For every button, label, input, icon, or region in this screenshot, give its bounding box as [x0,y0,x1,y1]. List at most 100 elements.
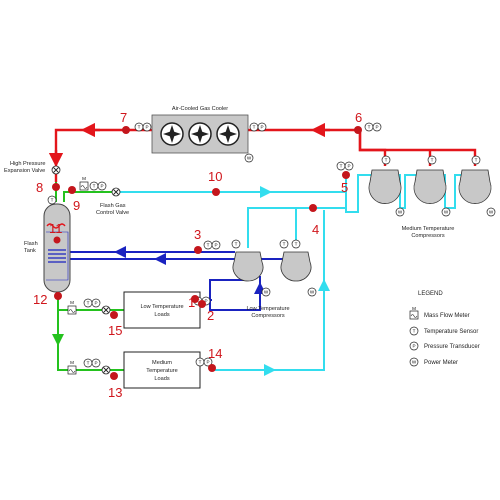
state-point-13: 13 [108,372,122,400]
svg-text:5: 5 [341,180,348,195]
temperature-sensor-icon: T [409,326,419,336]
tp-sensor-gc-out: T P [249,122,267,132]
power-meter-icon: W [441,207,451,217]
sensor-pairs: T P T P T P T P T P T P T P T P [47,122,382,368]
svg-text:P: P [347,164,350,169]
mt-loads-box: Medium Temperature Loads [123,351,201,389]
flash-tank-label-1: Flash [24,241,38,247]
svg-text:13: 13 [108,385,122,400]
mass-flow-meter-icon: M [67,360,77,375]
state-point-11: 11 [49,221,63,244]
temperature-sensor-icon: T [83,358,93,368]
svg-text:W: W [264,290,269,295]
mt-compressors: W W W Medium Temperature Compressors [368,155,496,239]
svg-text:T: T [295,242,298,247]
hp-expansion-valve: High Pressure Expansion Valve [4,161,61,175]
svg-text:P: P [214,243,217,248]
state-point-2: 2 [198,300,214,323]
lt-loads-box: Low Temperature Loads [123,291,201,329]
pressure-sensor-icon: P [91,358,101,368]
svg-text:P: P [100,184,103,189]
pipe-mt-header-red [358,130,432,166]
svg-text:1: 1 [188,295,195,310]
temperature-sensor-icon: T [203,240,213,250]
pressure-sensor-icon: P [344,161,354,171]
temperature-sensor-icon: T [249,122,259,132]
legend-title: LEGEND [418,291,443,297]
tp-sensor-14: T P [195,357,213,367]
svg-text:11: 11 [49,221,63,236]
power-meter-icon: W [244,153,254,163]
state-point-8: 8 [36,180,60,195]
legend-power: Power Meter [424,360,458,366]
pipe-mt-return [215,210,325,371]
svg-text:Compressors: Compressors [251,313,284,319]
svg-text:T: T [87,361,90,366]
tp-sensor-7: T P [134,122,152,132]
svg-text:T: T [413,329,416,334]
lt-compressors: W W Low Temperature Compressors [231,239,317,319]
temperature-sensor-icon: T [134,122,144,132]
svg-text:15: 15 [108,323,122,338]
compressor [280,251,312,282]
tp-sensor-9: T P [89,181,107,191]
compressor [413,169,447,204]
flash-gas-control-valve: Flash Gas Control Valve [96,187,129,216]
valve-icon [101,365,111,375]
pressure-sensor-icon: P [142,122,152,132]
pressure-sensor-icon: P [372,122,382,132]
svg-text:T: T [199,360,202,365]
svg-text:T: T [340,164,343,169]
svg-text:14: 14 [208,346,222,361]
state-point-4: 4 [309,204,319,237]
svg-text:Flash Gas: Flash Gas [100,203,126,209]
state-point-3: 3 [194,227,202,254]
legend: LEGEND M Mass Flow Meter T Temperature S… [409,291,480,367]
svg-text:M: M [412,306,416,311]
svg-text:T: T [93,184,96,189]
svg-text:W: W [398,210,403,215]
svg-text:P: P [94,361,97,366]
svg-text:3: 3 [194,227,201,242]
svg-text:12: 12 [33,292,47,307]
svg-text:Medium: Medium [152,360,172,366]
legend-mass-flow: Mass Flow Meter [424,313,470,319]
svg-text:2: 2 [207,308,214,323]
svg-text:M: M [82,176,86,181]
pressure-sensor-icon: P [409,341,419,351]
tp-sensor-6: T P [364,122,382,132]
svg-text:Expansion Valve: Expansion Valve [4,168,45,174]
svg-text:T: T [51,198,54,203]
temperature-sensor-icon: T [336,161,346,171]
temperature-sensor-icon: T [291,239,301,249]
state-point-10: 10 [208,169,222,196]
svg-text:10: 10 [208,169,222,184]
svg-text:T: T [253,125,256,130]
temperature-sensor-icon: T [89,181,99,191]
state-point-9: 9 [68,186,80,213]
svg-text:High Pressure: High Pressure [10,161,45,167]
pipe-mt-suction [345,174,470,213]
state-point-7: 7 [120,110,130,134]
pressure-sensor-icon: P [211,240,221,250]
gas-cooler: Air-Cooled Gas Cooler W [151,106,254,163]
state-point-12: 12 [33,292,62,307]
pressure-sensor-icon: P [203,357,213,367]
power-meter-icon: W [261,287,271,297]
tp-sensor-12: T P [83,298,101,308]
svg-text:Low Temperature: Low Temperature [246,306,289,312]
valve-icon [111,187,121,197]
power-meter-icon: W [486,207,496,217]
legend-pressure: Pressure Transducer [424,344,480,350]
power-meter-icon: W [307,287,317,297]
state-point-14: 14 [208,346,222,372]
svg-text:Control Valve: Control Valve [96,210,129,216]
valve-icon [51,165,61,175]
compressor [232,251,264,282]
pressure-sensor-icon: P [257,122,267,132]
fan-icon [188,122,212,146]
gas-cooler-label: Air-Cooled Gas Cooler [172,106,228,112]
svg-text:T: T [207,243,210,248]
svg-text:7: 7 [120,110,127,125]
svg-text:Low Temperature: Low Temperature [140,304,183,310]
